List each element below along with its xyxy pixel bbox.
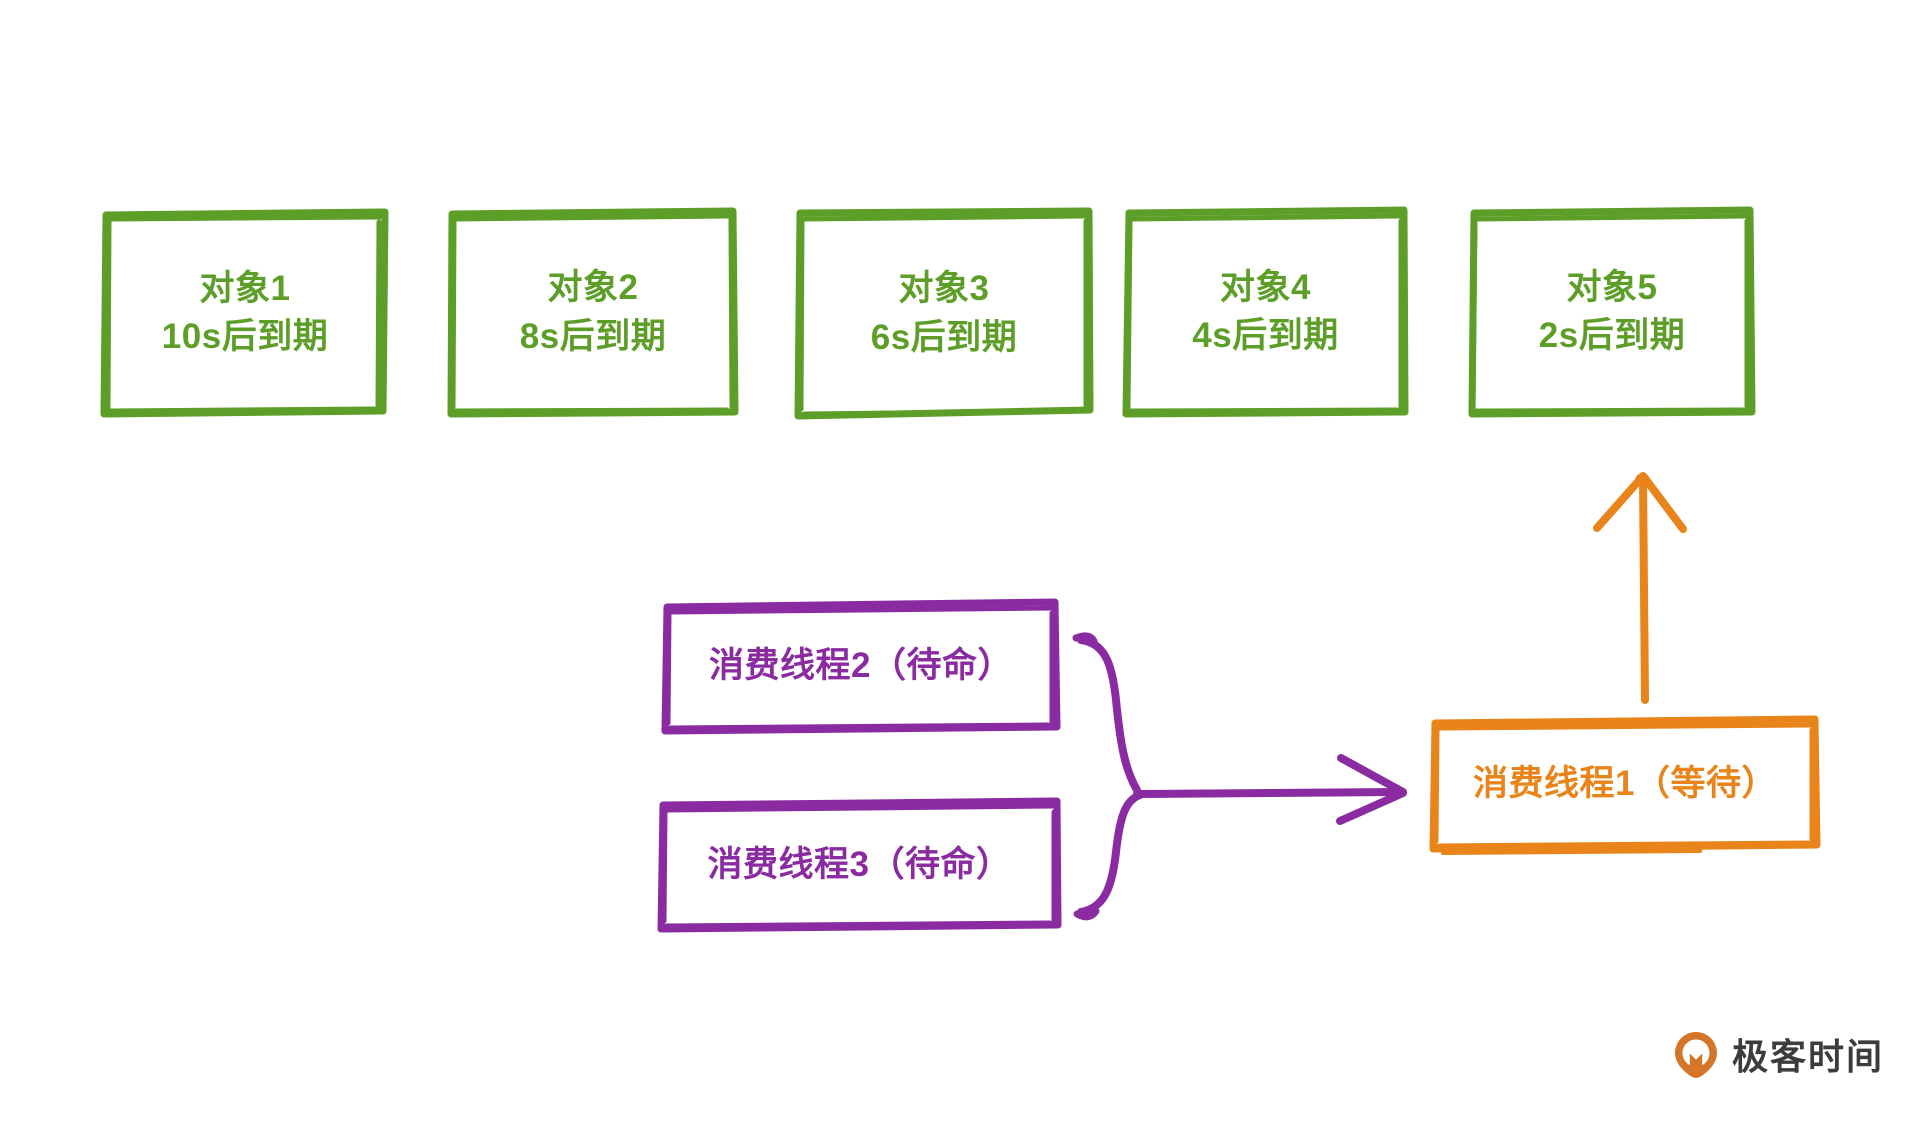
object-box-3: 对象3 6s后到期 (798, 211, 1090, 416)
object-box-3-outline (794, 207, 1094, 420)
thread-box-3-outline (657, 797, 1062, 933)
brand-logo: 极客时间 (1672, 1028, 1884, 1080)
object-box-4: 对象4 4s后到期 (1126, 210, 1405, 414)
active-thread-label: 消费线程1（等待） (1473, 763, 1777, 803)
arrow-right-icon (1133, 754, 1407, 825)
object-2-expiry: 8s后到期 (519, 316, 667, 356)
object-1-name: 对象1 (199, 268, 291, 308)
thread-box-2-outline (661, 598, 1061, 735)
object-box-2-outline (447, 207, 739, 418)
object-box-4-outline (1122, 206, 1409, 418)
object-4-name: 对象4 (1220, 267, 1311, 307)
object-4-expiry: 4s后到期 (1192, 316, 1339, 355)
object-1-expiry: 10s后到期 (161, 317, 329, 356)
geektime-logo-icon (1675, 1032, 1717, 1078)
object-box-1: 对象1 10s后到期 (104, 212, 386, 414)
object-box-5: 对象5 2s后到期 (1472, 210, 1752, 414)
arrow-up-icon (1593, 472, 1687, 704)
active-thread-box-outline (1429, 715, 1821, 855)
thread-box-2: 消费线程2（待命） (665, 602, 1057, 731)
brand-logo-text: 极客时间 (1732, 1036, 1885, 1077)
object-box-5-outline (1468, 206, 1756, 418)
object-5-name: 对象5 (1566, 267, 1658, 307)
active-thread-box: 消费线程1（等待） (1433, 719, 1817, 849)
object-5-expiry: 2s后到期 (1538, 316, 1686, 355)
object-3-name: 对象3 (898, 269, 990, 309)
object-box-2: 对象2 8s后到期 (451, 211, 735, 414)
curly-brace-right-icon (1072, 632, 1144, 921)
object-box-1-outline (100, 208, 389, 418)
thread-box-3: 消费线程3（待命） (661, 801, 1058, 929)
thread-2-label: 消费线程2（待命） (709, 646, 1013, 686)
object-2-name: 对象2 (547, 268, 639, 308)
thread-3-label: 消费线程3（待命） (707, 844, 1012, 884)
object-3-expiry: 6s后到期 (870, 317, 1018, 357)
